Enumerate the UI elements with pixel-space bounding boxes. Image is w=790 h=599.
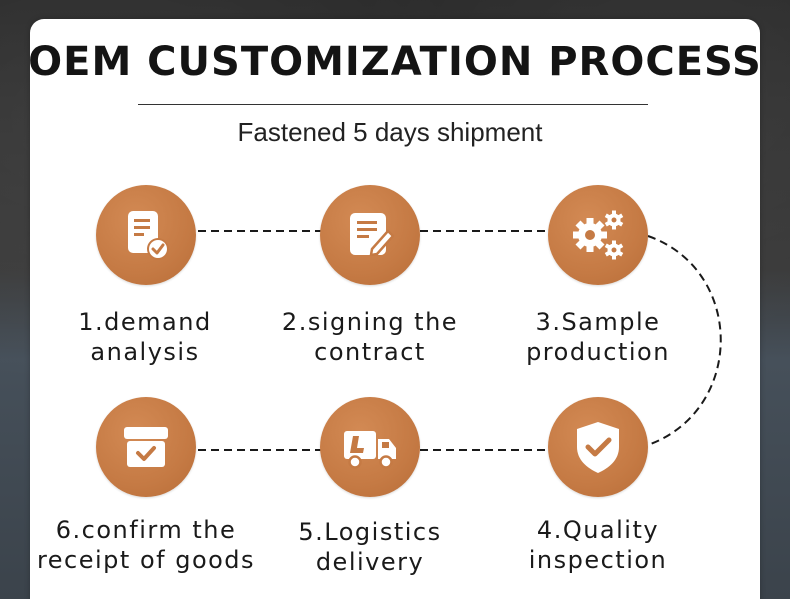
step-1-label-line2: analysis xyxy=(90,338,200,366)
step-5-label-line2: delivery xyxy=(315,548,425,576)
title-divider xyxy=(138,104,648,105)
step-3-label-line1: 3.Sample xyxy=(535,308,661,336)
step-1-circle xyxy=(96,185,196,285)
truck-icon xyxy=(344,431,396,469)
step-3-circle xyxy=(548,185,648,285)
gears-icon xyxy=(573,210,624,260)
document-check-icon xyxy=(128,211,169,260)
step-4-label-line2: inspection xyxy=(528,546,668,574)
page-title: OEM CUSTOMIZATION PROCESS xyxy=(28,39,762,85)
step-1-label-line1: 1.demand xyxy=(78,308,212,336)
step-4-circle xyxy=(548,397,648,497)
box-check-icon xyxy=(124,427,168,467)
process-card xyxy=(30,19,760,599)
step-5-label: 5.Logistics delivery xyxy=(260,517,480,577)
page-subtitle: Fastened 5 days shipment xyxy=(237,117,543,147)
step-6-label-line1: 6.confirm the xyxy=(55,516,237,544)
step-2-label: 2.signing the contract xyxy=(260,307,480,367)
step-3-label-line2: production xyxy=(526,338,670,366)
step-1-label: 1.demand analysis xyxy=(35,307,255,367)
step-6-label: 6.confirm the receipt of goods xyxy=(35,515,257,575)
step-6-label-line2: receipt of goods xyxy=(36,546,256,574)
step-3-label: 3.Sample production xyxy=(488,307,708,367)
step-5-label-line1: 5.Logistics xyxy=(298,518,442,546)
step-2-label-line2: contract xyxy=(314,338,426,366)
document-pen-icon xyxy=(350,213,395,257)
step-2-label-line1: 2.signing the xyxy=(281,308,459,336)
connector-3-4 xyxy=(647,235,722,446)
step-2-circle xyxy=(320,185,420,285)
shield-check-icon xyxy=(577,422,619,473)
step-6-circle xyxy=(96,397,196,497)
step-4-label-line1: 4.Quality xyxy=(536,516,660,544)
step-4-label: 4.Quality inspection xyxy=(488,515,708,575)
step-5-circle xyxy=(320,397,420,497)
